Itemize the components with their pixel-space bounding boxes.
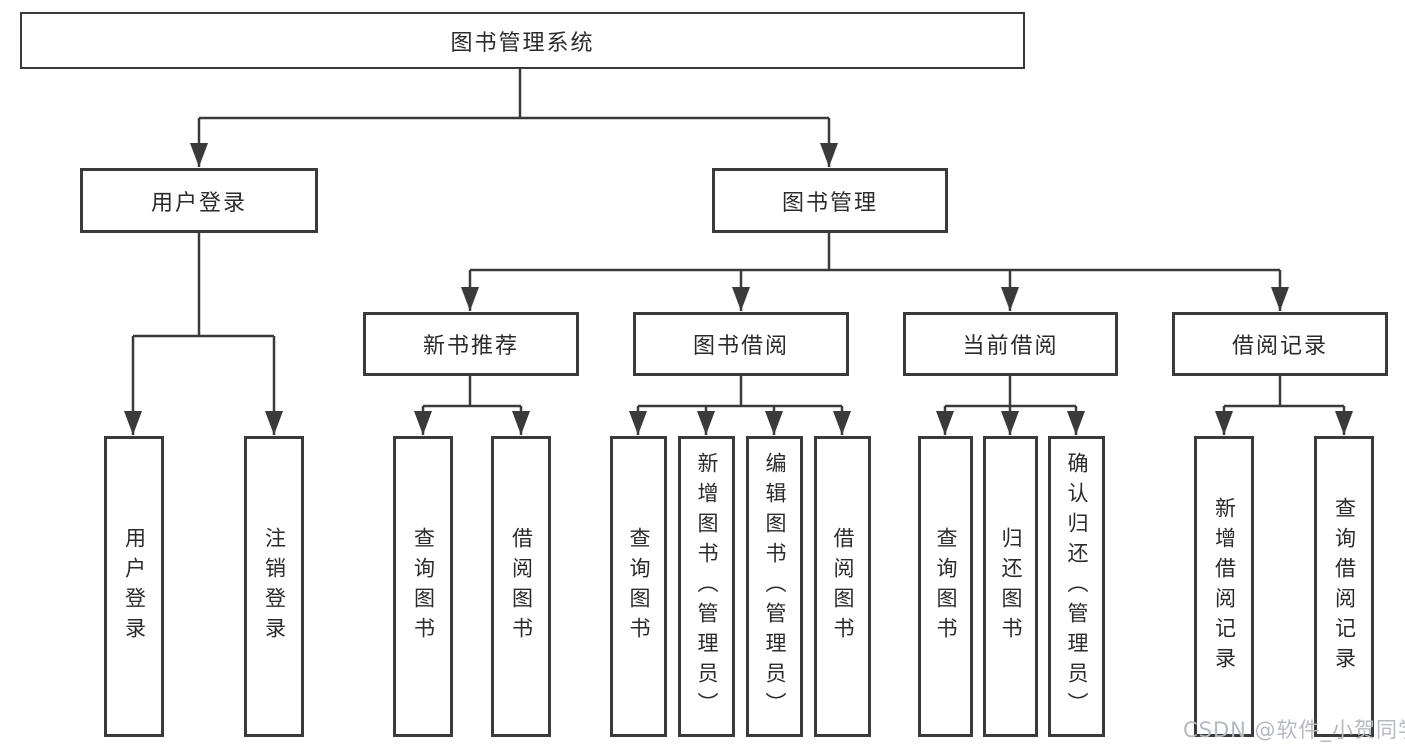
- leaf-label: 查询图书: [627, 526, 651, 647]
- leaf-label: 查询图书: [411, 526, 436, 647]
- leaf-label: 用户登录: [122, 526, 147, 647]
- leaf-query-books-borrow: 查询图书: [610, 436, 667, 737]
- node-label: 图书管理: [781, 190, 878, 216]
- node-user-login: 用户登录: [80, 168, 318, 233]
- leaf-label: 确认归还（管理员）: [1065, 451, 1089, 722]
- leaf-label: 借阅图书: [509, 526, 534, 647]
- leaf-label: 查询借阅记录: [1332, 496, 1357, 677]
- node-label: 图书借阅: [692, 334, 789, 359]
- csdn-watermark: CSDN @软件_小贺同学: [1183, 718, 1405, 742]
- node-library-management-system: 图书管理系统: [20, 12, 1025, 69]
- node-label: 图书管理系统: [450, 30, 595, 56]
- node-label: 借阅记录: [1231, 334, 1328, 359]
- node-label: 新书推荐: [422, 334, 519, 359]
- leaf-confirm-return-admin: 确认归还（管理员）: [1048, 436, 1105, 737]
- node-book-management: 图书管理: [712, 168, 948, 233]
- node-book-borrow: 图书借阅: [633, 312, 849, 376]
- leaf-query-borrow-record: 查询借阅记录: [1314, 436, 1374, 737]
- leaf-label: 查询图书: [934, 526, 958, 647]
- node-borrow-records: 借阅记录: [1172, 312, 1388, 376]
- leaf-label: 借阅图书: [831, 526, 855, 647]
- leaf-query-books-recommend: 查询图书: [393, 436, 453, 737]
- leaf-query-books-current: 查询图书: [918, 436, 973, 737]
- leaf-label: 编辑图书（管理员）: [763, 451, 787, 722]
- node-label: 当前借阅: [962, 334, 1059, 359]
- leaf-edit-book-admin: 编辑图书（管理员）: [746, 436, 803, 737]
- leaf-label: 新增图书（管理员）: [695, 451, 719, 722]
- leaf-add-borrow-record: 新增借阅记录: [1194, 436, 1254, 737]
- leaf-label: 归还图书: [999, 526, 1023, 647]
- leaf-logout: 注销登录: [244, 436, 304, 737]
- leaf-label: 注销登录: [262, 526, 287, 647]
- leaf-borrow-books-recommend: 借阅图书: [491, 436, 551, 737]
- leaf-label: 新增借阅记录: [1212, 496, 1237, 677]
- node-current-borrow: 当前借阅: [903, 312, 1118, 376]
- leaf-user-login: 用户登录: [104, 436, 164, 737]
- leaf-borrow-books: 借阅图书: [814, 436, 871, 737]
- node-label: 用户登录: [150, 190, 247, 216]
- leaf-add-book-admin: 新增图书（管理员）: [678, 436, 735, 737]
- node-new-book-recommend: 新书推荐: [363, 312, 579, 376]
- leaf-return-book: 归还图书: [983, 436, 1038, 737]
